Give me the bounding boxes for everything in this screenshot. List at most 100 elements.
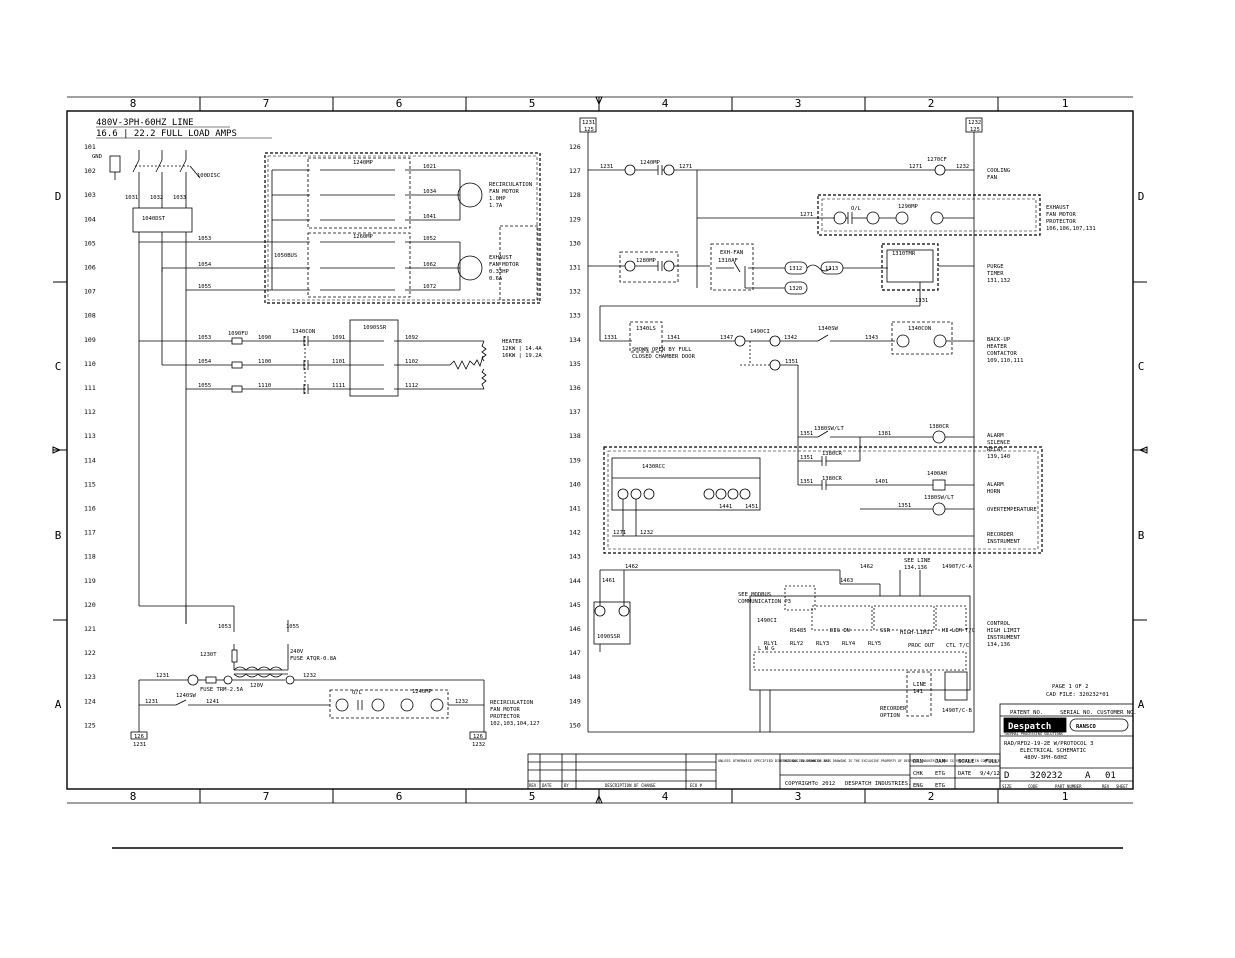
digital-in-label: DIG IN <box>830 628 850 634</box>
zone-d-left: D <box>55 190 62 203</box>
modbus-note-2: COMMUNICATION P3 <box>738 599 791 605</box>
wire-1110: 1110 <box>258 383 271 389</box>
drawing-subtitle: ELECTRICAL SCHEMATIC <box>1020 748 1086 754</box>
wire-1091: 1091 <box>332 335 345 341</box>
drawing-number: 320232 <box>1030 771 1063 781</box>
contactor-1340: 1340CON <box>292 329 315 335</box>
wire-1054: 1054 <box>198 262 212 268</box>
relay-2-label: RLY2 <box>790 641 803 647</box>
line-number: 103 <box>84 191 96 199</box>
line-number: 107 <box>84 288 96 296</box>
zone-6: 6 <box>396 97 403 110</box>
wire-1231: 1231 <box>156 673 169 679</box>
wire-1053: 1053 <box>198 236 211 242</box>
line-number: 122 <box>84 649 96 657</box>
cad-file-label: CAD FILE: 320232*01 <box>1046 692 1109 698</box>
wire-1312: 1312 <box>789 266 802 272</box>
line-number: 135 <box>569 360 581 368</box>
description-column-header: DESCRIPTION OF CHANGE <box>605 783 656 788</box>
zone-2-bottom: 2 <box>928 790 935 803</box>
exhaust-protector-lines: 106,106,107,131 <box>1046 226 1096 232</box>
recirc-motor-hp: 1.0HP <box>489 196 506 202</box>
heater-16kw: 16KW | 19.2A <box>502 353 542 359</box>
control-wiring <box>579 117 1043 733</box>
revision-value: A <box>1085 771 1091 781</box>
line-number: 126 <box>569 143 581 151</box>
switch-1240: 1240SW <box>176 693 197 699</box>
wire-1032: 1032 <box>150 195 163 201</box>
wire-1054b: 1054 <box>198 359 212 365</box>
line-number: 116 <box>84 505 96 513</box>
wire-1351e: 1351 <box>800 479 813 485</box>
alarm-horn-label: ALARM <box>987 482 1004 488</box>
zone-1: 1 <box>1062 97 1069 110</box>
wire-1351f: 1351 <box>898 503 911 509</box>
wire-1055b: 1055 <box>198 383 211 389</box>
backup-heater-label-3: CONTACTOR <box>987 351 1017 357</box>
disconnect-label: 100DISC <box>197 173 220 179</box>
wire-1021: 1021 <box>423 164 436 170</box>
relay-1380: 1380CR <box>929 424 950 430</box>
wire-1401: 1401 <box>875 479 888 485</box>
cooling-fan-label: COOLING <box>987 168 1010 174</box>
line-number: 149 <box>569 697 581 705</box>
line-number: 143 <box>569 553 581 561</box>
copyright-year: 2012 <box>822 781 835 787</box>
control-lines: 134,136 <box>987 642 1010 648</box>
high-limit-label: HIGH-LIMIT <box>900 630 934 636</box>
line-number: 104 <box>84 215 96 223</box>
zone-letters: D C B A D C B A <box>55 190 1145 711</box>
exhaust-motor-label: EXHAUST <box>489 255 513 261</box>
recirc-protector-label-2: FAN MOTOR <box>490 707 520 713</box>
wire-1072: 1072 <box>423 284 436 290</box>
engineer-label: ENG <box>913 783 923 789</box>
wire-1347: 1347 <box>720 335 733 341</box>
ssr-output-label: SSR <box>880 628 891 634</box>
eco-column-header: ECO # <box>690 783 703 788</box>
by-column-header: BY <box>564 783 569 788</box>
line-number: 117 <box>84 529 96 537</box>
control-label-2: HIGH LIMIT <box>987 628 1021 634</box>
fuse-atqr: FUSE ATQR-0.8A <box>290 656 337 662</box>
zone-c-left: C <box>55 360 62 373</box>
airflow-1310: 1310AF <box>718 258 738 264</box>
overtemp-label: OVERTEMPERATURE <box>987 507 1037 513</box>
wire-1053c: 1053 <box>218 624 231 630</box>
line-number: 148 <box>569 673 581 681</box>
zone-7-bottom: 7 <box>263 790 270 803</box>
wire-1055: 1055 <box>198 284 211 290</box>
heater-12kw: 12KW | 14.4A <box>502 346 542 352</box>
line-number: 138 <box>569 432 581 440</box>
backup-heater-label: BACK-UP <box>987 337 1011 343</box>
wire-1331b: 1331 <box>604 335 617 341</box>
transformer-1230: 1230T <box>200 652 217 658</box>
wire-1101: 1101 <box>332 359 345 365</box>
title-block-text: Despatch RANSCO THERMAL PROCESSING SOLUT… <box>529 710 1137 789</box>
wire-1034: 1034 <box>423 189 437 195</box>
horn-1400: 1400AH <box>927 471 947 477</box>
wire-1111: 1111 <box>332 383 345 389</box>
line-number: 131 <box>569 264 581 272</box>
wire-1351d: 1351 <box>800 455 813 461</box>
checked-label: CHK <box>913 771 924 777</box>
recorder-label: RECORDER <box>987 532 1014 538</box>
line-141-number: 141 <box>913 689 923 695</box>
code-header: CODE <box>1028 784 1038 789</box>
line-number: 127 <box>569 167 581 175</box>
tolerance-note: UNLESS OTHERWISE SPECIFIED DIMENSIONAL T… <box>718 759 830 763</box>
wire-1463: 1463 <box>840 578 853 584</box>
part-number-header: PART NUMBER <box>1055 784 1082 789</box>
wire-1231r: 1231 <box>600 164 613 170</box>
purge-timer-label-2: TIMER <box>987 271 1004 277</box>
zone-8: 8 <box>130 97 137 110</box>
controller-1490: 1490CI <box>757 618 777 624</box>
zone-6-bottom: 6 <box>396 790 403 803</box>
zone-2: 2 <box>928 97 935 110</box>
exhaust-motor-label-2: FAN MOTOR <box>489 262 519 268</box>
line-number: 108 <box>84 312 96 320</box>
wire-1313: 1313 <box>825 266 838 272</box>
recorder-label-2: INSTRUMENT <box>987 539 1021 545</box>
line-number: 129 <box>569 215 581 223</box>
line-number: 120 <box>84 601 96 609</box>
wire-1320: 1320 <box>789 286 802 292</box>
